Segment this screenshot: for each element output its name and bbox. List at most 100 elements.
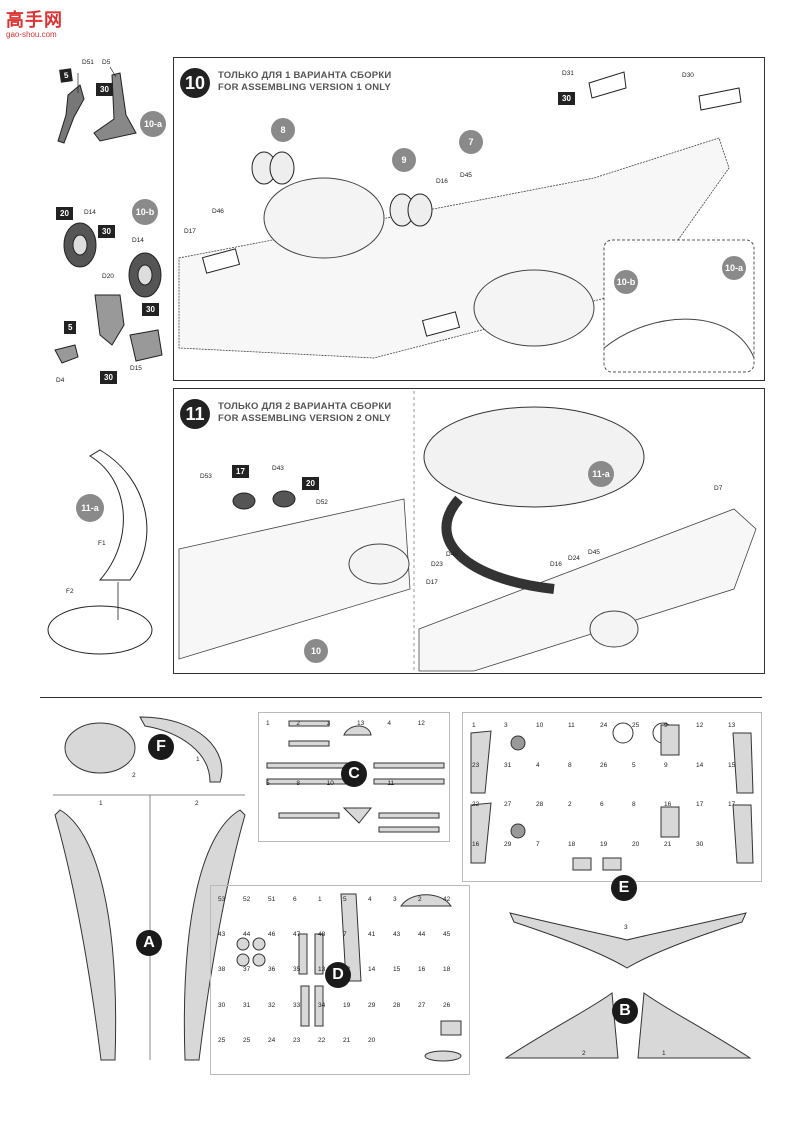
sprue-d-drawing	[236, 893, 462, 1062]
step11-label-d45: D45	[588, 549, 600, 556]
sprue-d-part-label: 35	[293, 966, 301, 974]
sprue-e-part-label: 14	[696, 761, 704, 769]
sprue-d-part-label: 36	[268, 966, 276, 974]
step11-label-d46: D46	[446, 551, 458, 558]
sprue-d-part-label: 38	[218, 966, 226, 974]
sprue-d-part-label: 12	[343, 966, 351, 974]
sprue-d-part-label: 32	[268, 1001, 276, 1009]
sprue-e-part-label: 26	[600, 761, 608, 769]
sprue-e-part-label: 31	[504, 761, 512, 769]
step11-panel: 11 ТОЛЬКО ДЛЯ 2 ВАРИАНТА СБОРКИ FOR ASSE…	[173, 388, 765, 674]
sprue-d-part-label: 41	[368, 931, 376, 939]
star-30: 30	[96, 83, 113, 96]
sprue-b: B 3 2 1	[492, 908, 764, 1068]
sprue-d-part-label: 24	[268, 1036, 276, 1044]
sprue-e-part-label: 29	[504, 840, 512, 848]
sprue-c-part-label: 3	[326, 720, 331, 727]
step11-number: 11	[180, 399, 210, 429]
step11-callout-11a: 11-a	[588, 461, 614, 487]
star-30-b: 30	[142, 303, 159, 316]
stand-drawing	[47, 449, 153, 655]
sprue-d-part-label: 6	[293, 896, 297, 903]
sprue-e-part-label: 12	[696, 722, 704, 729]
step10-label-d45: D45	[460, 172, 472, 179]
sprue-c-drawing	[266, 720, 445, 833]
step10-callout-10a: 10-a	[722, 256, 746, 280]
label-d20: D20	[102, 273, 114, 280]
sprue-d-part-label: 13	[318, 966, 326, 974]
sprue-b-part-1: 1	[662, 1050, 666, 1057]
sprue-d-part-label: 27	[418, 1001, 426, 1009]
sprue-c-part-label: 9	[357, 780, 361, 787]
sprue-c-part-label: 4	[387, 720, 391, 727]
sprue-d-part-label: 43	[218, 931, 226, 939]
sprue-d-part-label: 33	[293, 1001, 301, 1009]
sprue-e-part-label: 5	[632, 761, 636, 769]
star-30-a: 30	[98, 225, 115, 238]
sprue-e-part-label: 9	[664, 761, 668, 769]
step11-star-17: 17	[232, 465, 249, 478]
sprue-d-part-label: 46	[268, 931, 276, 939]
sprue-d-part-label: 7	[343, 931, 347, 939]
sprue-d-part-label: 3	[393, 896, 397, 903]
step11-heading: ТОЛЬКО ДЛЯ 2 ВАРИАНТА СБОРКИ FOR ASSEMBL…	[218, 401, 391, 425]
step10-title-en: FOR ASSEMBLING VERSION 1 ONLY	[218, 82, 391, 93]
sprue-d-part-label: 15	[393, 966, 401, 974]
sprue-f-part-1: 1	[196, 756, 200, 763]
sprue-e-part-label: 30	[696, 840, 704, 848]
sprue-a-part-1: 1	[99, 800, 103, 807]
sprue-d-part-label: 25	[218, 1036, 226, 1044]
sprue-c-letter: C	[341, 761, 367, 787]
sprue-d-part-label: 31	[243, 1001, 251, 1009]
sprue-d-part-label: 43	[393, 931, 401, 939]
sprue-e-part-label: 19	[600, 840, 608, 848]
sprue-d-part-label: 19	[343, 1001, 351, 1009]
sprue-c-part-label: 10	[326, 780, 334, 787]
section-divider	[40, 697, 762, 698]
sprue-d-part-label: 16	[418, 966, 426, 974]
watermark-chars: 高手网	[6, 10, 63, 31]
sprue-e-part-label: 9	[664, 722, 668, 729]
watermark-url: gao-shou.com	[6, 30, 57, 39]
step10-star-30: 30	[558, 92, 575, 105]
callout-10a: 10-a	[140, 111, 166, 137]
step10-heading: ТОЛЬКО ДЛЯ 1 ВАРИАНТА СБОРКИ FOR ASSEMBL…	[218, 70, 391, 94]
sprue-e-part-label: 18	[568, 840, 576, 848]
sprue-e-part-label: 25	[632, 722, 640, 729]
star-20: 20	[56, 207, 73, 220]
sprue-a: A 1 2	[45, 790, 255, 1070]
sprue-d-part-label: 52	[243, 896, 251, 903]
sprue-d-part-label: 53	[218, 896, 226, 903]
sprue-c-part-label: 5	[266, 780, 270, 787]
star-30-c: 30	[100, 371, 117, 384]
sprue-b-part-2: 2	[582, 1050, 586, 1057]
sprue-d-part-label: 14	[368, 966, 376, 974]
step11-label-d23: D23	[431, 561, 443, 568]
sprue-e-part-label: 22	[472, 801, 480, 808]
label-d15: D15	[130, 365, 142, 372]
sprue-b-part-3: 3	[624, 924, 628, 931]
step10-label-d30: D30	[682, 72, 694, 79]
sprue-d-part-label: 48	[318, 931, 326, 939]
sprue-d-part-label: 29	[368, 1001, 376, 1009]
step11-title-en: FOR ASSEMBLING VERSION 2 ONLY	[218, 413, 391, 424]
step10-panel: 10 ТОЛЬКО ДЛЯ 1 ВАРИАНТА СБОРКИ FOR ASSE…	[173, 57, 765, 381]
sprue-d-part-label: 44	[243, 931, 251, 939]
sprue-e-part-label: 3	[504, 722, 508, 729]
step11-star-20: 20	[302, 477, 319, 490]
step11-label-d24: D24	[568, 555, 580, 562]
sprue-f: F 2 1	[60, 712, 240, 787]
sprue-d-part-label: 47	[293, 931, 301, 939]
step10-label-d31: D31	[562, 70, 574, 77]
step10-callout-7: 7	[459, 130, 483, 154]
sprue-d-part-label: 1	[318, 896, 322, 903]
sprue-e: E	[462, 712, 762, 901]
sprue-d-part-label: 22	[318, 1036, 326, 1044]
sprue-e-part-label: 11	[568, 722, 575, 729]
sprue-c: C	[258, 712, 450, 842]
step10-callout-10b: 10-b	[614, 270, 638, 294]
sprue-f-letter: F	[148, 734, 174, 760]
sprue-e-part-label: 2	[568, 801, 572, 808]
sprue-e-part-label: 1	[472, 722, 476, 729]
sprue-d-part-label: 44	[418, 931, 426, 939]
